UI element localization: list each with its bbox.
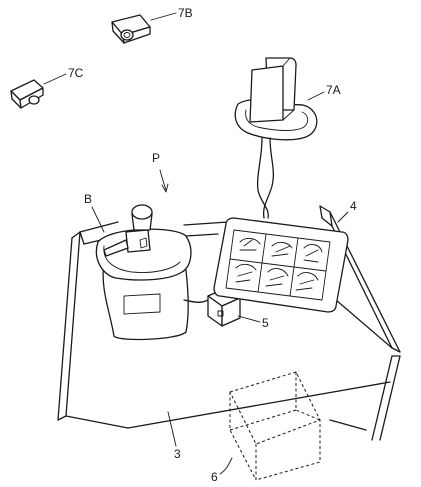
arrow-p-head <box>161 183 169 193</box>
label-7b: 7B <box>178 6 193 20</box>
cable-5 <box>183 299 209 303</box>
camera-7c <box>10 73 67 109</box>
label-4: 4 <box>350 199 357 213</box>
label-6: 6 <box>211 470 218 484</box>
label-5: 5 <box>262 316 269 330</box>
label-p: P <box>152 151 160 165</box>
bottle-b <box>91 204 192 341</box>
zone-6 <box>229 371 321 481</box>
leader-6 <box>219 457 233 475</box>
label-3: 3 <box>174 447 181 461</box>
display-4 <box>213 211 349 313</box>
leader-3 <box>167 411 177 447</box>
arrow-p <box>159 169 167 191</box>
camera-7b <box>111 12 177 44</box>
camera-7a <box>234 57 325 219</box>
label-7c: 7C <box>68 66 84 80</box>
label-7a: 7A <box>326 83 341 97</box>
label-b: B <box>84 192 92 206</box>
